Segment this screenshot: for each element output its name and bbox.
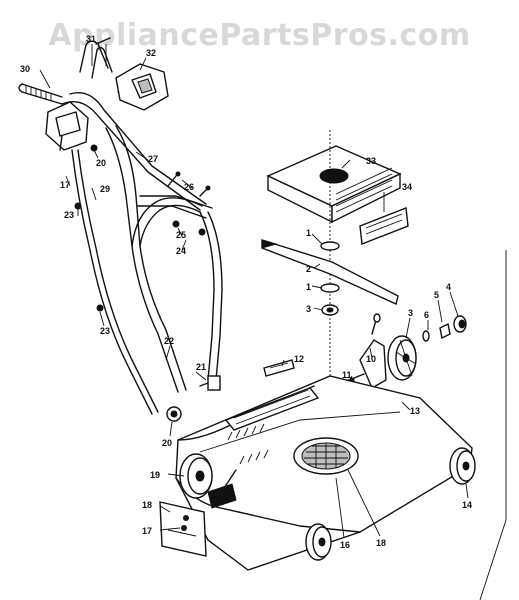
callout-13: 13: [410, 406, 420, 416]
frame-edge-line: [479, 250, 507, 600]
motor-vent-grille[interactable]: [293, 437, 359, 475]
callout-18a: 18: [142, 500, 152, 510]
handle-grip[interactable]: [18, 83, 63, 105]
screws-26[interactable]: [167, 171, 211, 197]
leader-lines: [39, 44, 469, 539]
callout-labels: 30 31 32 20 17 29 27 23 26 25 24 23 22 2…: [20, 34, 472, 550]
label-34[interactable]: [359, 207, 409, 245]
callout-27: 27: [148, 154, 158, 164]
callout-18b: 18: [376, 538, 386, 548]
cord-clip-23b[interactable]: [96, 304, 104, 312]
callout-1a: 1: [306, 228, 311, 238]
callout-21: 21: [196, 362, 206, 372]
knob-20b[interactable]: [166, 406, 182, 422]
rear-flap[interactable]: [159, 501, 207, 557]
callout-24: 24: [176, 246, 186, 256]
power-cord[interactable]: [71, 149, 159, 415]
deck-decal: [224, 387, 320, 465]
callout-25: 25: [176, 230, 186, 240]
nut-5[interactable]: [439, 322, 451, 340]
cord-plug-housing[interactable]: [115, 63, 169, 111]
callout-34: 34: [402, 182, 412, 192]
callout-22: 22: [164, 336, 174, 346]
callout-29: 29: [100, 184, 110, 194]
callout-11: 11: [342, 370, 352, 380]
callout-6: 6: [424, 310, 429, 320]
callout-10: 10: [366, 354, 376, 364]
callout-17a: 17: [60, 180, 70, 190]
callout-14: 14: [462, 500, 472, 510]
callout-26: 26: [184, 182, 194, 192]
callout-19: 19: [150, 470, 160, 480]
front-wheel-right[interactable]: [449, 447, 476, 485]
callout-23a: 23: [64, 210, 74, 220]
rear-wheel-right[interactable]: [387, 335, 417, 381]
label-12[interactable]: [263, 359, 295, 377]
callout-20b: 20: [162, 438, 172, 448]
switch-box[interactable]: [45, 101, 89, 151]
callout-17b: 17: [142, 526, 152, 536]
callout-3a: 3: [306, 304, 311, 314]
cover-33[interactable]: [266, 145, 402, 224]
handle-loop[interactable]: [131, 197, 223, 393]
blade-2[interactable]: [261, 239, 399, 305]
callout-32: 32: [146, 48, 156, 58]
callout-23b: 23: [100, 326, 110, 336]
bolt-21[interactable]: [199, 375, 221, 391]
callout-12: 12: [294, 354, 304, 364]
washers-1[interactable]: [320, 241, 340, 293]
adapter-3[interactable]: [321, 304, 339, 316]
callout-2: 2: [306, 264, 311, 274]
callout-33: 33: [366, 156, 376, 166]
callout-3b: 3: [408, 308, 413, 318]
callout-5: 5: [434, 290, 439, 300]
front-wheel-left[interactable]: [179, 453, 237, 509]
handle-upper-bar[interactable]: [61, 37, 207, 211]
callout-30: 30: [20, 64, 30, 74]
callout-4: 4: [446, 282, 451, 292]
callout-31: 31: [86, 34, 96, 44]
bolts-25[interactable]: [172, 220, 206, 236]
hubcap-4[interactable]: [453, 315, 467, 333]
height-adjust-bracket-10[interactable]: [359, 313, 387, 389]
callout-16: 16: [340, 540, 350, 550]
washer-6[interactable]: [422, 330, 430, 342]
handle-lower-tube[interactable]: [105, 125, 213, 247]
watermark-text: AppliancePartsPros.com: [48, 18, 471, 53]
callout-20a: 20: [96, 158, 106, 168]
callout-1b: 1: [306, 282, 311, 292]
rear-wheel-left[interactable]: [305, 523, 332, 561]
